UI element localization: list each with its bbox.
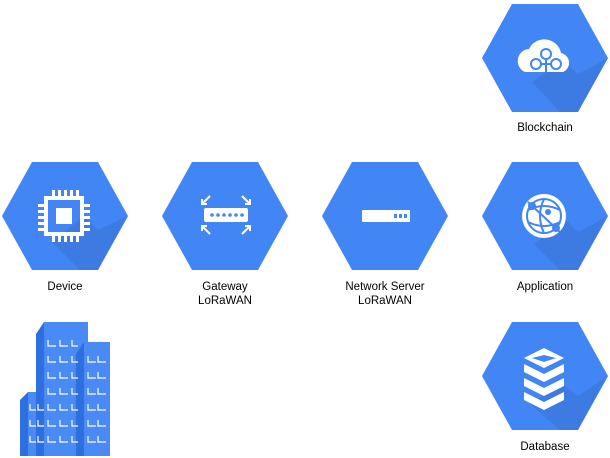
network-server-label: Network Server LoRaWAN <box>300 280 470 308</box>
chip-icon <box>38 190 90 242</box>
device-hexagon <box>2 162 128 270</box>
database-hexagon <box>482 322 608 430</box>
database-label-line-1: Database <box>520 441 570 453</box>
application-label-line-1: Application <box>516 281 574 293</box>
gateway-node: Gateway LoRaWAN <box>160 160 290 310</box>
device-label-line-1: Device <box>47 281 83 293</box>
database-label: Database <box>460 440 610 454</box>
router-icon <box>201 195 251 235</box>
blockchain-label: Blockchain <box>460 121 610 135</box>
server-icon <box>362 210 410 222</box>
network-server-label-line-2: LoRaWAN <box>358 295 412 307</box>
gateway-label-line-2: LoRaWAN <box>198 295 252 307</box>
network-server-hexagon <box>322 162 448 270</box>
database-stack-icon <box>524 348 564 410</box>
gateway-label-line-1: Gateway <box>202 281 248 293</box>
database-node: Database <box>480 320 610 458</box>
blockchain-label-line-1: Blockchain <box>517 122 573 134</box>
blockchain-hexagon <box>482 4 608 112</box>
application-hexagon <box>482 162 608 270</box>
device-label: Device <box>0 280 150 294</box>
application-node: Application <box>480 160 610 300</box>
globe-icon <box>522 194 566 238</box>
cloud-network-icon <box>517 39 570 72</box>
building-icon <box>20 322 110 456</box>
network-server-label-line-1: Network Server <box>345 281 425 293</box>
gateway-label: Gateway LoRaWAN <box>140 280 310 308</box>
application-label: Application <box>460 280 610 294</box>
blockchain-node: Blockchain <box>480 2 610 142</box>
network-server-node: Network Server LoRaWAN <box>320 160 450 310</box>
device-node: Device <box>0 160 130 300</box>
gateway-hexagon <box>162 162 288 270</box>
